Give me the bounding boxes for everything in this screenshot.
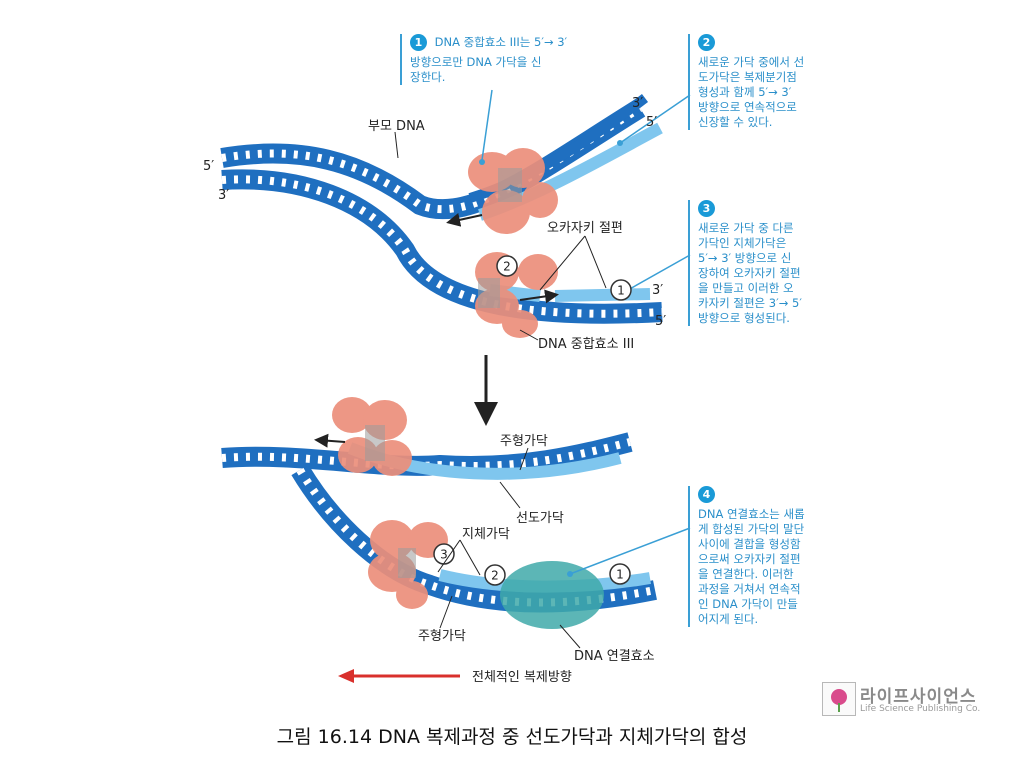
label-lagging: 지체가닥 bbox=[462, 527, 510, 542]
label-overall-direction: 전체적인 복제방향 bbox=[472, 670, 572, 685]
note-4: 4 DNA 연결효소는 새롭 게 합성된 가닥의 말단 사이에 결합을 형성함 … bbox=[688, 486, 833, 627]
marker-3: 3 bbox=[433, 543, 455, 565]
marker-1b: 1 bbox=[609, 563, 631, 585]
leader-lagging-a bbox=[437, 539, 461, 573]
leader-leading bbox=[499, 481, 521, 509]
svg-text:1: 1 bbox=[617, 284, 625, 298]
note-2: 2 새로운 가닥 중에서 선 도가닥은 복제분기점 형성과 함께 5′→ 3′ … bbox=[688, 34, 833, 130]
note-2-text: 새로운 가닥 중에서 선 도가닥은 복제분기점 형성과 함께 5′→ 3′ 방향… bbox=[698, 55, 805, 129]
svg-text:2: 2 bbox=[503, 260, 511, 274]
end-top-left-5: 5′ bbox=[203, 159, 214, 174]
top-lagging-direction-arrow bbox=[519, 289, 559, 304]
note-3-text: 새로운 가닥 중 다른 가닥인 지체가닥은 5′→ 3′ 방향으로 신 장하여 … bbox=[698, 221, 802, 325]
top-okazaki-fragment-1 bbox=[554, 288, 651, 302]
note-1-number: 1 bbox=[410, 34, 427, 51]
top-polymerase-lower-clamp bbox=[478, 278, 500, 308]
leader-template2 bbox=[439, 595, 453, 629]
leader-note1-dot bbox=[479, 159, 485, 165]
leader-ligase bbox=[559, 624, 581, 649]
bottom-polymerase-upper bbox=[332, 397, 412, 476]
label-parent-dna: 부모 DNA bbox=[368, 119, 425, 134]
bottom-polymerase-upper-clamp bbox=[365, 425, 385, 461]
label-leading: 선도가닥 bbox=[516, 511, 564, 526]
figure-caption: 그림 16.14 DNA 복제과정 중 선도가닥과 지체가닥의 합성 bbox=[276, 726, 748, 748]
note-1: 1 DNA 중합효소 III는 5′→ 3′ 방향으로만 DNA 가닥을 신 장… bbox=[400, 34, 610, 85]
leader-pol3 bbox=[519, 329, 539, 341]
leader-parent-dna bbox=[394, 131, 399, 159]
note-2-number: 2 bbox=[698, 34, 715, 51]
top-upper-template-strand bbox=[220, 99, 646, 220]
label-template1: 주형가닥 bbox=[500, 434, 548, 449]
bottom-polymerase-lower-clamp bbox=[398, 548, 416, 578]
publisher-logo: 라이프사이언스 Life Science Publishing Co. bbox=[822, 682, 994, 720]
svg-text:2: 2 bbox=[491, 569, 499, 583]
label-template2: 주형가닥 bbox=[418, 629, 466, 644]
marker-2b: 2 bbox=[484, 564, 506, 586]
svg-text:3: 3 bbox=[440, 548, 448, 562]
publisher-emblem-icon bbox=[822, 682, 856, 716]
svg-text:1: 1 bbox=[616, 568, 624, 582]
end-top-right-5: 5′ bbox=[646, 115, 657, 130]
leader-template1 bbox=[519, 447, 529, 471]
top-lower-template-strand bbox=[221, 169, 663, 324]
marker-2a: 2 bbox=[496, 255, 518, 277]
label-pol3: DNA 중합효소 III bbox=[538, 337, 634, 352]
leader-note3 bbox=[627, 254, 691, 291]
top-polymerase-upper-clamp bbox=[498, 168, 522, 202]
end-top-right-3: 3′ bbox=[632, 96, 643, 111]
label-ligase: DNA 연결효소 bbox=[574, 649, 655, 664]
marker-1a: 1 bbox=[610, 279, 632, 301]
label-okazaki: 오카자키 절편 bbox=[547, 221, 623, 236]
note-3: 3 새로운 가닥 중 다른 가닥인 지체가닥은 5′→ 3′ 방향으로 신 장하… bbox=[688, 200, 833, 326]
leader-okazaki-a bbox=[539, 235, 586, 291]
end-lower-right-3: 3′ bbox=[652, 283, 663, 298]
leader-note2 bbox=[619, 94, 691, 144]
top-leading-direction-arrow bbox=[446, 213, 483, 227]
publisher-name: 라이프사이언스 bbox=[860, 687, 977, 707]
leader-okazaki-b bbox=[584, 235, 607, 289]
end-lower-right-5: 5′ bbox=[655, 314, 666, 329]
dna-ligase-shape bbox=[500, 561, 604, 629]
leader-note1 bbox=[481, 89, 493, 161]
bottom-leading-direction-arrow bbox=[314, 433, 346, 448]
note-3-number: 3 bbox=[698, 200, 715, 217]
note-4-text: DNA 연결효소는 새롭 게 합성된 가닥의 말단 사이에 결합을 형성함 으로… bbox=[698, 507, 805, 626]
leader-lagging-b bbox=[459, 539, 481, 576]
leader-note2-dot bbox=[617, 140, 623, 146]
overall-direction-arrowhead bbox=[338, 669, 354, 683]
end-top-left-3: 3′ bbox=[218, 188, 229, 203]
publisher-subtitle: Life Science Publishing Co. bbox=[860, 704, 981, 714]
note-1-text: DNA 중합효소 III는 5′→ 3′ 방향으로만 DNA 가닥을 신 장한다… bbox=[410, 35, 568, 84]
leader-note4-dot bbox=[567, 571, 573, 577]
note-4-number: 4 bbox=[698, 486, 715, 503]
leader-note4 bbox=[569, 527, 691, 575]
